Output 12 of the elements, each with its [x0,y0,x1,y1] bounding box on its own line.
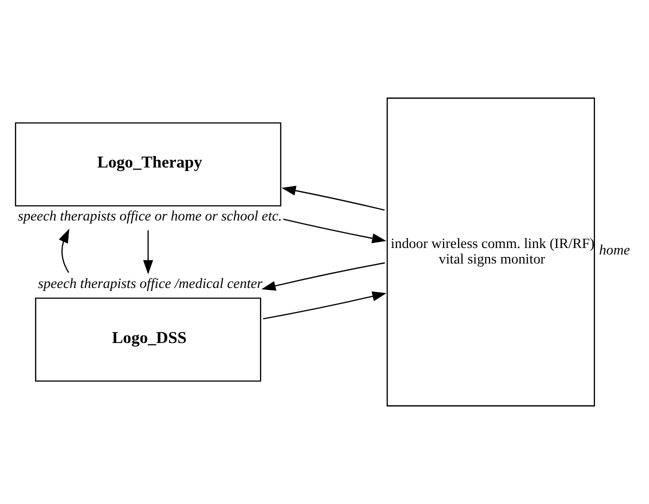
arrow [58,228,70,273]
node-box: Logo_Therapy [14,122,282,206]
node-label: speech therapists office or home or school etc. [18,208,282,225]
arrow [263,291,387,320]
node-label: speech therapists office /medical center [38,276,263,292]
node-box: Logo_DSS [35,298,262,382]
arrow [143,230,154,274]
node-box: indoor wireless comm. link (IR/RF) vital signs monitor [386,98,595,406]
arrow [283,218,386,244]
node-label: home [599,242,630,258]
arrow [261,262,385,291]
arrow [282,186,385,211]
